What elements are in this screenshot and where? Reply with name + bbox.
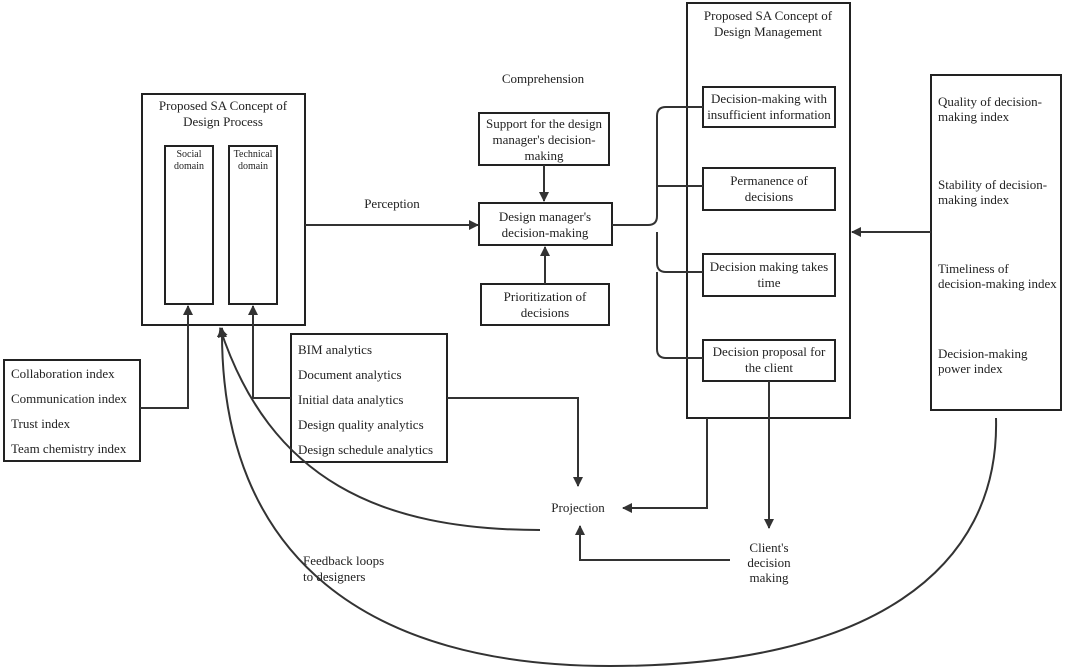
arrow-management-to-projection [622,418,708,513]
prioritization-box: Prioritization of decisions [480,283,610,326]
design-management-title-line-1: Proposed SA Concept of [704,8,833,23]
dm-item-insufficient-information: Decision-making with insufficient inform… [702,86,836,128]
dm-item-takes-time: Decision making takes time [702,253,836,297]
dm-item-1-line-1: Decision-making with [711,91,827,106]
dm-item-3-line-2: time [757,275,780,290]
design-process-title-line-2: Design Process [183,114,263,129]
support-line-1: Support for the design [486,116,602,131]
feedback-label-1: Feedback loops [303,553,384,568]
dm-item-4-line-1: Decision proposal for [713,344,826,359]
arrow-feedback-loop-to-designers [216,327,998,668]
support-line-2: manager's decision- [492,132,595,147]
arrow-social-indices-to-social-domain [140,305,193,409]
arrow-analytics-to-technical-domain [248,305,291,399]
support-box: Support for the design manager's decisio… [478,112,610,166]
dm-item-2-line-1: Permanence of [730,173,808,188]
arrow-projection-feedback [218,327,541,531]
dm-item-1-line-2: insufficient information [707,107,831,122]
social-domain-box: Social domain [164,145,214,305]
power-index-line-2: power index [938,361,1003,376]
design-manager-decision-box: Design manager's decision-making [478,202,613,246]
quality-index-line-1: Quality of decision- [938,94,1042,109]
comprehension-heading: Comprehension [502,71,585,86]
projection-label: Projection [551,500,605,515]
dm-item-4-line-2: the client [745,360,793,375]
arrow-analytics-to-projection [447,397,583,487]
design-management-title-line-2: Design Management [714,24,822,39]
stability-index-line-1: Stability of decision- [938,177,1047,192]
power-index-line-1: Decision-making [938,346,1028,361]
design-process-title-line-1: Proposed SA Concept of [159,98,288,113]
dm-item-client-proposal: Decision proposal for the client [702,339,836,382]
technical-domain-label-1: Technical [234,149,273,160]
trust-index: Trust index [11,416,71,431]
stability-index-line-2: making index [938,192,1010,207]
prioritization-line-1: Prioritization of [504,289,587,304]
support-line-3: making [525,148,564,163]
dm-line-1: Design manager's [499,209,591,224]
client-label-1: Client's [749,540,788,555]
dm-item-2-line-2: decisions [745,189,793,204]
collaboration-index: Collaboration index [11,366,115,381]
document-analytics: Document analytics [298,367,402,382]
social-domain-label-2: domain [174,161,204,172]
social-domain-label-1: Social [177,149,202,160]
prioritization-line-2: decisions [521,305,569,320]
communication-index: Communication index [11,391,127,406]
brace-dm-to-items [612,106,703,359]
design-quality-analytics: Design quality analytics [298,417,424,432]
analytics-box: BIM analytics Document analytics Initial… [290,333,448,463]
dm-item-permanence: Permanence of decisions [702,167,836,211]
dm-line-2: decision-making [502,225,589,240]
bim-analytics: BIM analytics [298,342,372,357]
timeliness-index-line-1: Timeliness of [938,261,1009,276]
perception-label: Perception [364,196,420,211]
technical-domain-label-2: domain [238,161,268,172]
initial-data-analytics: Initial data analytics [298,392,403,407]
quality-index-line-2: making index [938,109,1010,124]
team-chemistry-index: Team chemistry index [11,441,127,456]
technical-domain-box: Technical domain [228,145,278,305]
arrow-client-to-projection [575,525,730,561]
decision-indices-box: Quality of decision- making index Stabil… [930,74,1062,411]
social-indices-box: Collaboration index Communication index … [3,359,141,462]
feedback-label-2: to designers [303,569,365,584]
timeliness-index-line-2: decision-making index [938,276,1057,291]
design-schedule-analytics: Design schedule analytics [298,442,433,457]
client-label-2: decision [747,555,791,570]
client-label-3: making [750,570,789,585]
dm-item-3-line-1: Decision making takes [710,259,828,274]
